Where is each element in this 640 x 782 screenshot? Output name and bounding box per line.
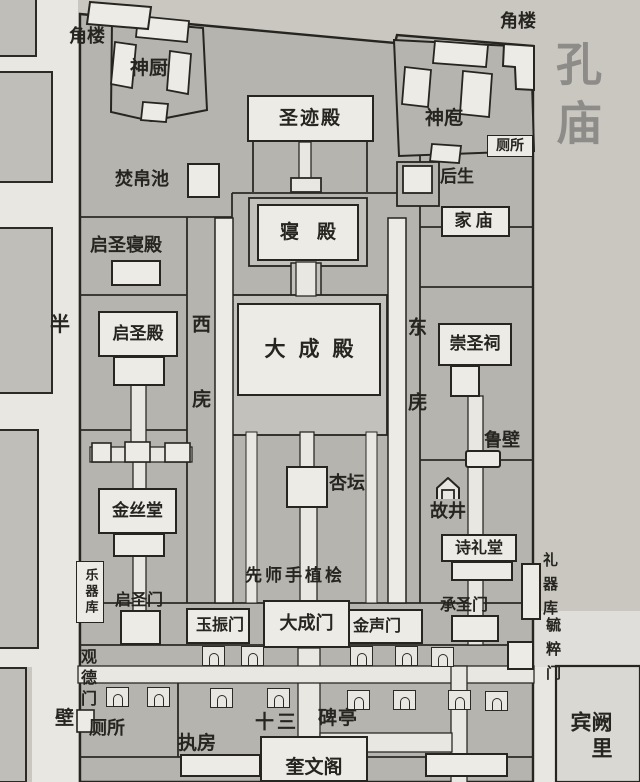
- corner-tower-nw-label: 角楼: [69, 26, 105, 47]
- divine-butchery-courtyard: [392, 38, 536, 164]
- guande-gate-label: 观德门: [78, 648, 97, 711]
- ritual-store-building: [521, 563, 541, 620]
- city-blocks: [0, 0, 53, 782]
- stele-pavilion-icon: [210, 688, 233, 708]
- stele-pavilion-icon: [395, 646, 418, 666]
- ritual-store-label: 礼器库: [541, 552, 559, 624]
- corner-tower-nw-building: [85, 0, 153, 31]
- qisheng-gate-label: 启圣门: [115, 590, 164, 609]
- qisheng-gate-building: [120, 610, 161, 645]
- west-wall-gate: [76, 709, 95, 733]
- jade-gate-label: 玉振门: [196, 615, 245, 634]
- divine-butchery-label: 神庖: [425, 107, 464, 129]
- stele-pavilion-icon: [350, 646, 373, 666]
- gold-gate-building: [348, 609, 423, 644]
- stele-pavilion-icon: [147, 687, 170, 707]
- buildings: [76, 161, 541, 777]
- teachers-juniper-label: 先师手植桧: [245, 566, 345, 586]
- chengsheng-gate-label: 承圣门: [440, 595, 489, 614]
- music-instrument-store: 乐器库: [76, 561, 104, 623]
- silk-burning-pool-label: 焚帛池: [115, 169, 169, 190]
- apricot-altar-square: [286, 466, 328, 508]
- sage-trace-hall: 圣迹殿: [247, 95, 374, 142]
- resting-hall: 寝殿: [257, 204, 359, 261]
- toilet-north: 厕所: [487, 135, 533, 157]
- east-cloister-label: 东庑: [405, 317, 427, 467]
- jade-gate-building: [186, 608, 250, 644]
- dacheng-hall: 大成殿: [237, 303, 381, 396]
- map-title: 孔庙: [549, 40, 603, 158]
- divine-kitchen-label: 神厨: [130, 57, 169, 79]
- qisheng-resting-hall-label: 启圣寝殿: [90, 235, 162, 256]
- queli-hotel-label: 阙里宾: [568, 711, 613, 763]
- stele-pavilions-label: 碑亭: [318, 707, 359, 729]
- chongsheng-shrine: 崇圣祠: [438, 323, 512, 366]
- stele-pavilion-icon: [241, 646, 264, 666]
- stele-pavilion-icon: [485, 691, 508, 711]
- qisheng-hall: 启圣殿: [98, 311, 178, 357]
- divine-kitchen-courtyard: [109, 15, 209, 123]
- stele-pavilion-icon: [448, 690, 471, 710]
- old-well-label: 故井: [430, 501, 466, 522]
- street-name-char-top: 半: [50, 312, 70, 336]
- kuiwen-pavilion: 奎文阁: [260, 736, 368, 782]
- cloister-strips: [214, 217, 407, 604]
- dacheng-gate: 大成门: [263, 600, 350, 648]
- apricot-altar-label: 杏坛: [329, 473, 365, 494]
- stele-pavilion-icon: [202, 646, 225, 666]
- jinsi-hall: 金丝堂: [98, 488, 177, 534]
- lu-wall-bar: [465, 450, 501, 468]
- stele-pavilion-icon: [267, 688, 290, 708]
- yucui-gate-building: [507, 641, 534, 670]
- yucui-gate-label: 毓粹门: [544, 617, 562, 689]
- rear-building-label: 后生: [440, 167, 474, 187]
- family-temple: 家庙: [441, 206, 510, 237]
- corner-tower-ne-label: 角楼: [500, 11, 536, 32]
- street-name-char-bottom: 壁: [55, 707, 75, 729]
- silk-burning-pool-square: [187, 163, 220, 198]
- stele-pavilion-icon: [106, 687, 129, 707]
- queli-hotel-block: [554, 664, 640, 782]
- shili-hall: 诗礼堂: [441, 534, 517, 562]
- lu-wall-label: 鲁壁: [484, 430, 520, 451]
- corner-tower-ne-building: [501, 42, 535, 92]
- thirteen-label: 十三: [255, 711, 300, 733]
- toilet-south-label: 厕所: [89, 718, 125, 739]
- stele-pavilion-icon: [393, 690, 416, 710]
- west-cloister-label: 西庑: [189, 314, 211, 464]
- gold-gate-label: 金声门: [353, 616, 402, 635]
- stele-pavilion-icon: [431, 647, 454, 667]
- chengsheng-gate-building: [451, 615, 499, 642]
- stele-pavilion-icon: [347, 690, 370, 710]
- duty-room-label: 执房: [178, 732, 217, 754]
